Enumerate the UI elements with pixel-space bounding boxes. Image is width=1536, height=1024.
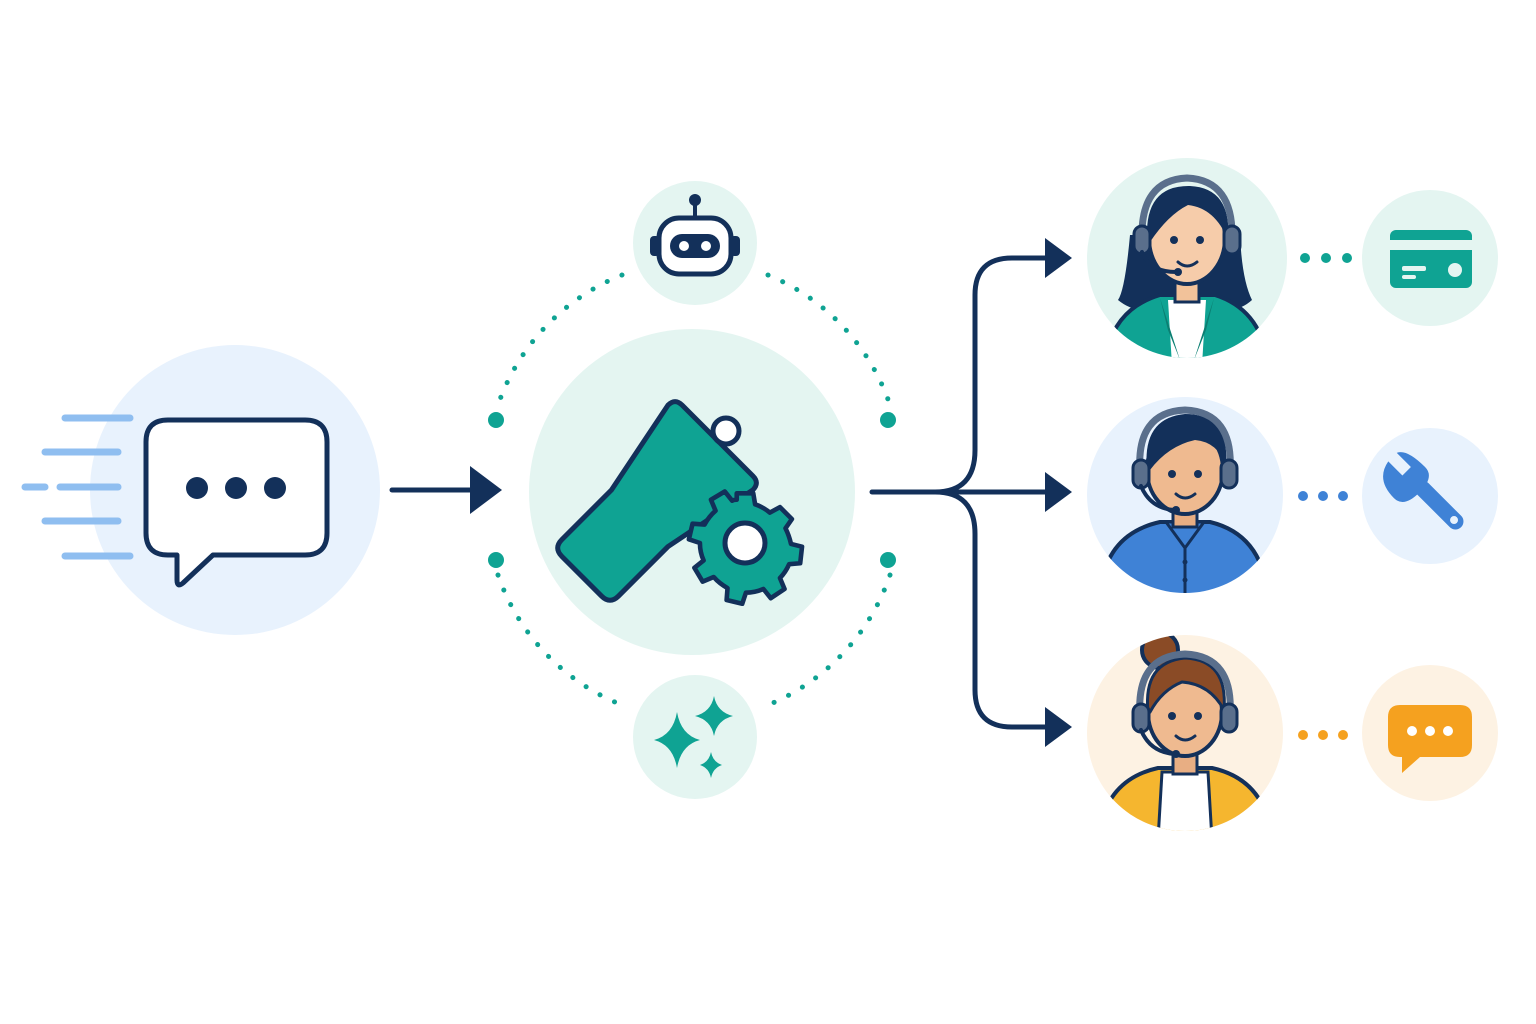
orbit-dots [495,272,893,708]
channel-node-2 [1362,428,1498,564]
channel-node-1 [1362,190,1498,326]
wrench-icon [1383,452,1464,530]
sparkles-icon [654,696,733,778]
sparkles-satellite [633,675,757,799]
credit-card-icon [1390,230,1472,288]
chat-bubble-typing-icon [143,417,330,588]
robot-icon [650,194,740,277]
routing-branches [869,255,1048,730]
channel-node-3 [1362,665,1498,801]
connector-dots-2 [1298,491,1348,501]
agent-avatar-3 [1087,635,1283,831]
connector-dots-3 [1298,730,1348,740]
branch-arrowheads [1045,238,1072,747]
gear-icon [686,489,805,607]
agent-avatar-2 [1087,397,1283,593]
motion-streaks [21,414,134,560]
robot-satellite [633,181,757,305]
chat-bubble-icon [1388,705,1472,773]
agent-avatar-1 [1087,158,1287,358]
tag-with-gear-icon [555,399,805,607]
arrow-to-classifier [389,466,502,514]
incoming-message-node [21,345,380,635]
connector-dots-1 [1300,253,1352,263]
classifier-node [488,181,896,799]
